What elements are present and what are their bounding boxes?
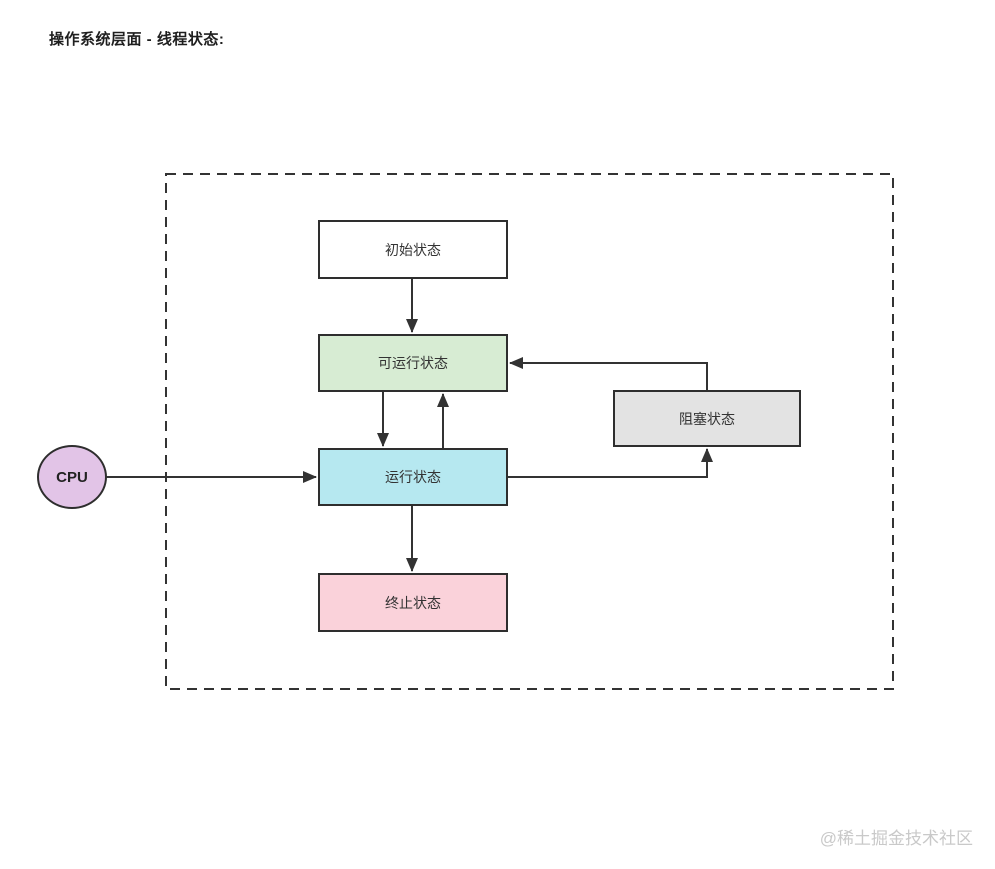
node-blocked-state: 阻塞状态: [613, 390, 801, 447]
node-blocked-state-label: 阻塞状态: [679, 410, 735, 427]
node-running-state-label: 运行状态: [385, 469, 441, 485]
dashed-boundary: [165, 173, 894, 690]
node-initial-state: 初始状态: [318, 220, 508, 279]
watermark: @稀土掘金技术社区: [819, 829, 973, 848]
edge-running-to-blocked: [508, 448, 713, 478]
node-terminated-state: 终止状态: [318, 573, 508, 632]
node-running-state: 运行状态: [318, 448, 508, 506]
page-title: 操作系统层面 - 线程状态:: [49, 31, 225, 48]
node-terminated-state-label: 终止状态: [385, 594, 441, 611]
edge-blocked-to-runnable: [509, 357, 708, 390]
node-initial-state-label: 初始状态: [385, 241, 441, 258]
node-cpu: CPU: [37, 445, 107, 509]
node-runnable-state-label: 可运行状态: [378, 355, 448, 371]
node-cpu-label: CPU: [56, 468, 88, 486]
node-runnable-state: 可运行状态: [318, 334, 508, 392]
